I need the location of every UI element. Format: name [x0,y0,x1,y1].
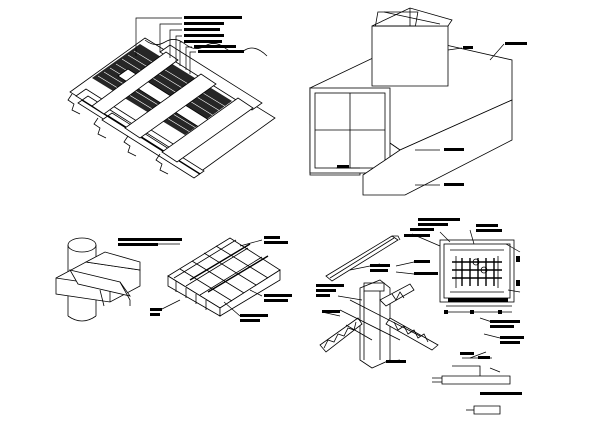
truss-note-blocks [316,218,524,395]
deck-leaders [135,17,196,74]
beam-note-blocks [337,42,527,186]
deck-cross-beams [91,51,254,163]
grillage-view [118,236,292,322]
deck-note-blocks [184,16,244,53]
beam-lower-web [362,99,513,196]
deck-section-cuts [67,93,169,175]
base-plate-section [439,239,515,303]
roof-deck-isometric-view [67,16,276,179]
column-base-truss-view [316,218,524,415]
column-on-box-beam-view [309,7,527,196]
pipe-support-view [55,237,141,322]
tick-labels-right [444,256,520,314]
beam-leaders [336,43,505,186]
column-stub [371,7,453,87]
grillage-note-blocks [118,236,292,322]
